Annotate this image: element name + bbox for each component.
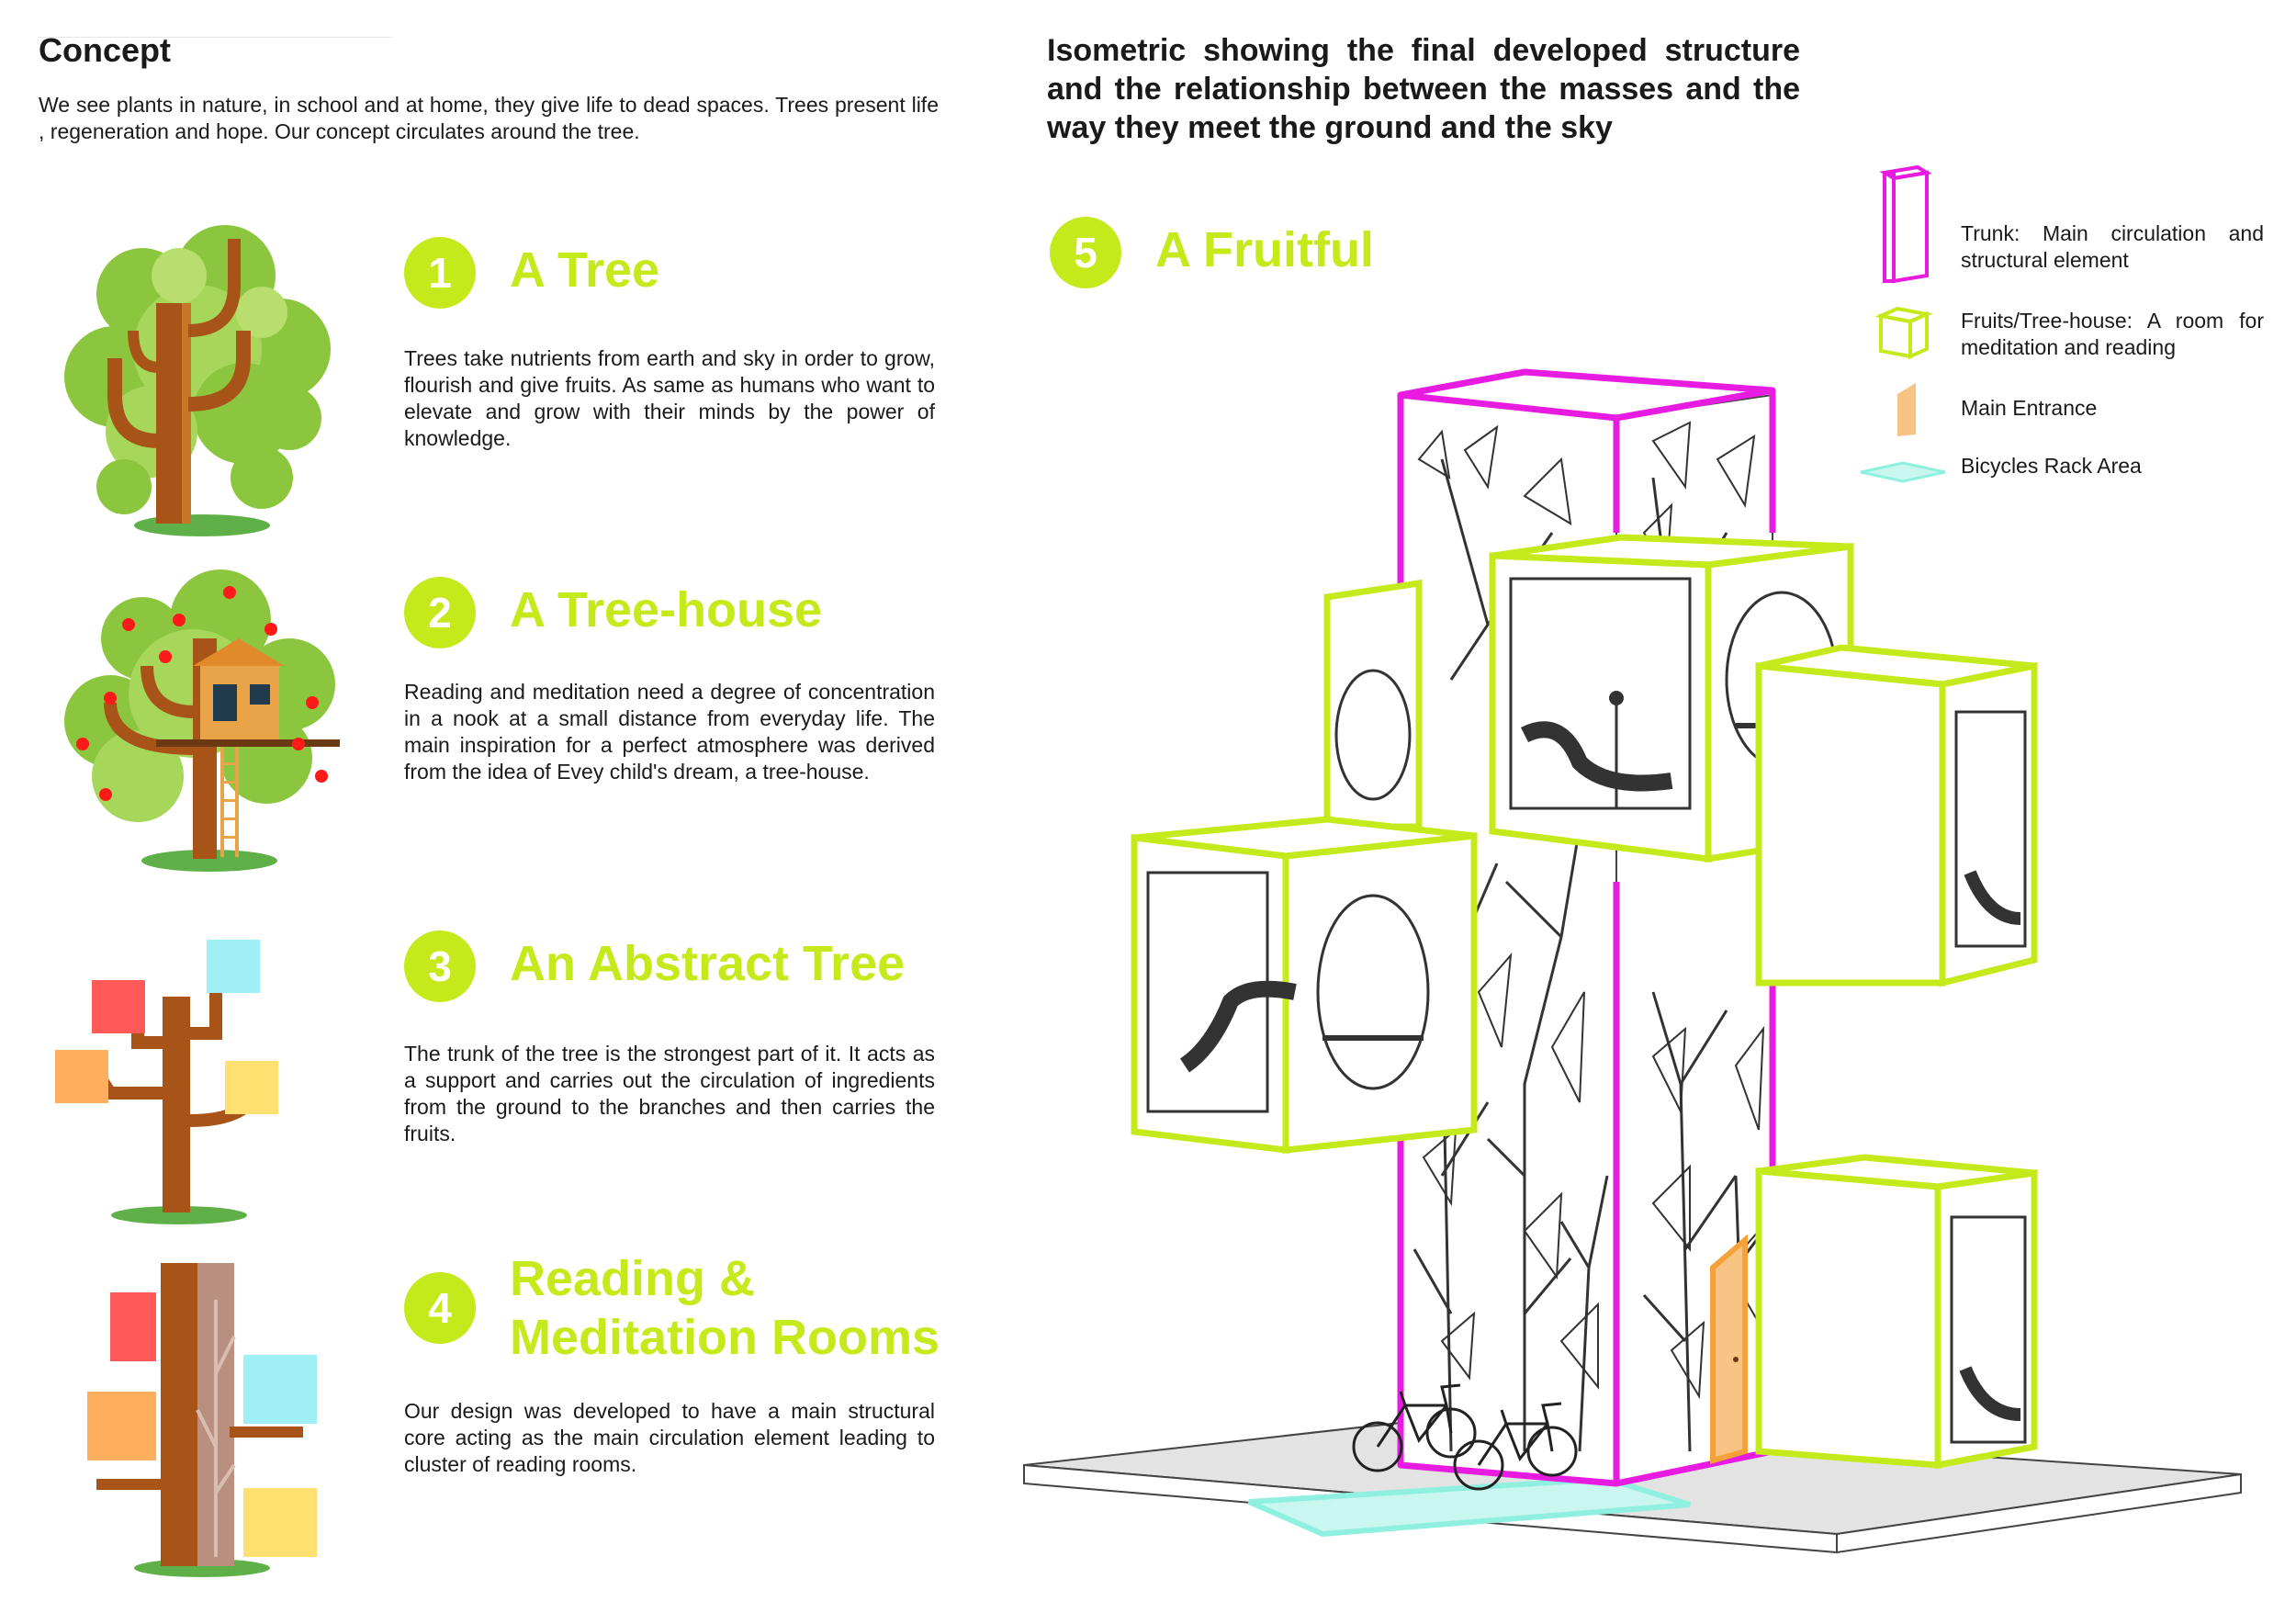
section-2-number: 2 (404, 577, 476, 648)
green-cube-icon (1874, 306, 1933, 360)
concept-intro: We see plants in nature, in school and a… (39, 93, 939, 143)
section-5-number: 5 (1050, 217, 1121, 288)
section-1-number: 1 (404, 237, 476, 309)
header-rule (39, 37, 392, 38)
section-1-text: Trees take nutrients from earth and sky … (404, 346, 935, 450)
section-2-title: A Tree-house (510, 582, 823, 637)
tree-illustration-icon (64, 225, 331, 536)
section-1-title: A Tree (510, 242, 660, 298)
section-5-title: A Fruitful (1155, 222, 1374, 277)
isometric-structure-illustration (1023, 368, 2242, 1554)
section-3-text: The trunk of the tree is the strongest p… (404, 1042, 935, 1145)
legend-bicycles-text: Bicycles Rack Area (1961, 454, 2142, 478)
legend-trunk-text: Trunk: Main circulation and structural e… (1961, 221, 2264, 272)
section-2-text: Reading and meditation need a degree of … (404, 680, 935, 784)
reading-rooms-illustration-icon (87, 1263, 317, 1577)
cyan-plane-icon (1860, 461, 1946, 483)
section-4-text: Our design was developed to have a main … (404, 1399, 935, 1476)
isometric-title: Isometric showing the final developed st… (1047, 33, 1800, 145)
section-3-number: 3 (404, 930, 476, 1002)
concept-heading: Concept (39, 31, 171, 69)
section-4-number: 4 (404, 1272, 476, 1344)
orange-door-icon (1897, 383, 1916, 436)
treehouse-illustration-icon (64, 570, 340, 872)
legend-entrance-text: Main Entrance (1961, 396, 2098, 420)
section-3-title: An Abstract Tree (510, 936, 906, 991)
section-4-title-line2: Meditation Rooms (510, 1310, 940, 1365)
abstract-tree-illustration-icon (55, 940, 278, 1224)
section-4-title-line1: Reading & (510, 1251, 756, 1306)
legend-fruits-text: Fruits/Tree-house: A room for meditation… (1961, 309, 2264, 359)
magenta-box-icon (1879, 164, 1932, 284)
